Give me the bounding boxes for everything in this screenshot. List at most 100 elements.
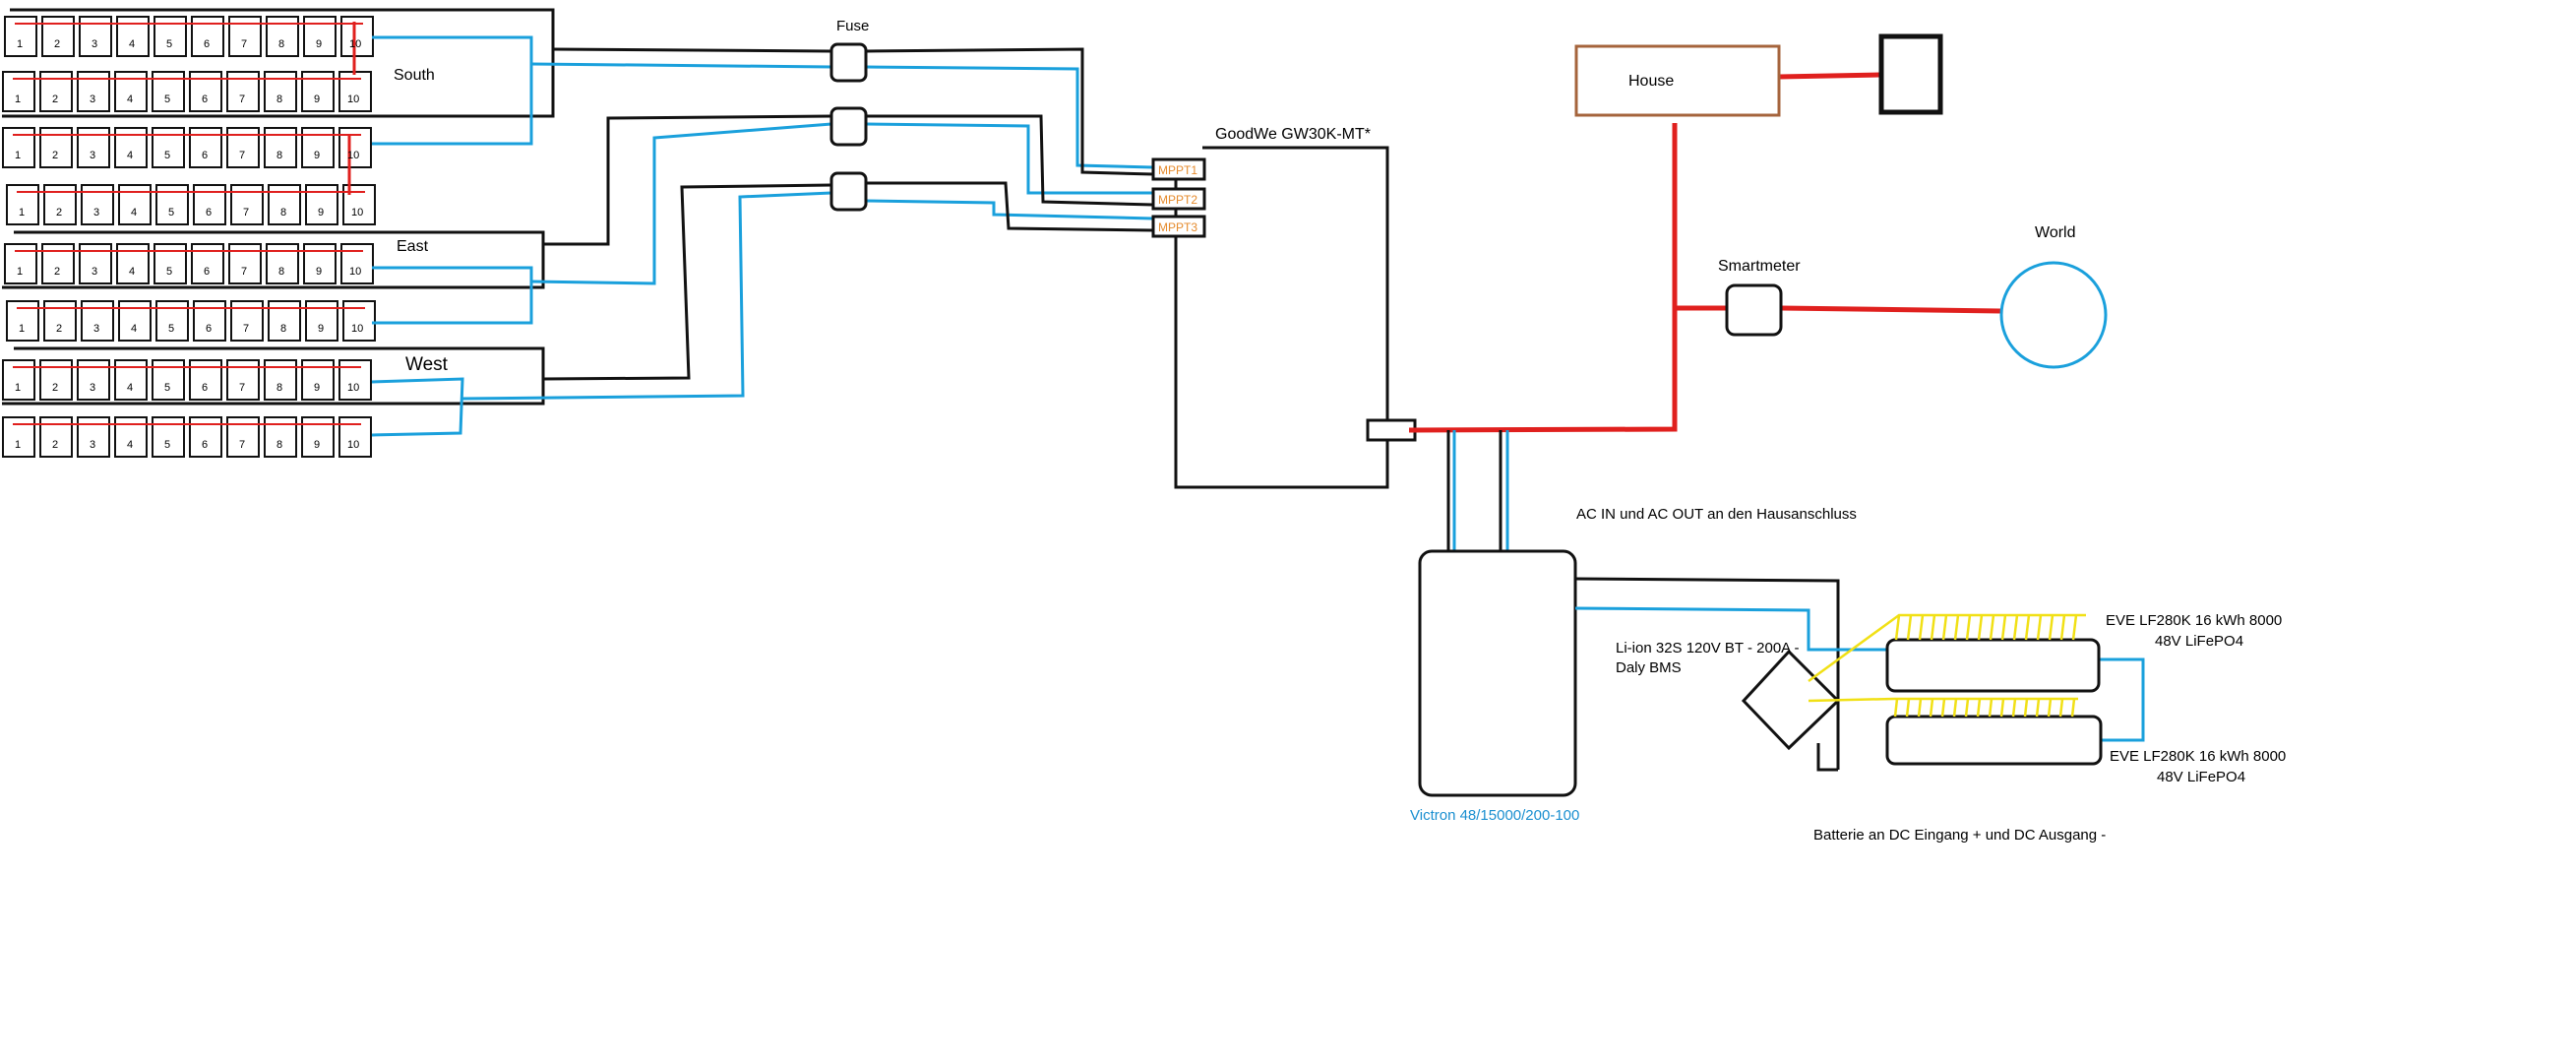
balance-lead-top	[1894, 614, 1901, 641]
ac-note: AC IN und AC OUT an den Hausanschluss	[1576, 506, 1857, 523]
balance-lead-top	[1977, 614, 1984, 641]
panel-number: 8	[278, 266, 285, 278]
panel-number: 5	[164, 382, 171, 394]
balance-lead-bottom	[1976, 698, 1982, 718]
balance-lead-bottom	[1917, 698, 1923, 718]
balance-lead-bottom	[2035, 698, 2041, 718]
string-wires-black	[542, 47, 1154, 381]
panel-number: 10	[347, 382, 360, 394]
balance-lead-top	[1906, 614, 1913, 641]
panel-number: 7	[239, 382, 246, 394]
balance-lead-bottom	[2011, 698, 2017, 718]
balance-lead-top	[1930, 614, 1936, 641]
inverter-ac-port	[1366, 418, 1417, 442]
panel-number: 10	[349, 38, 362, 50]
south-array-label: South	[394, 67, 435, 84]
panel-number: 6	[204, 266, 211, 278]
west-array-frame	[2, 346, 545, 406]
balance-lead-top	[2048, 614, 2055, 641]
panel-number: 4	[127, 150, 134, 161]
victron-inverter-box	[1418, 549, 1577, 797]
panel-number: 8	[280, 207, 287, 219]
panel-number: 8	[276, 94, 283, 105]
panel-number: 3	[92, 38, 98, 50]
string-jumpers	[347, 22, 356, 195]
smartmeter-label: Smartmeter	[1718, 258, 1801, 275]
bms-label-1: Li-ion 32S 120V BT - 200A -	[1616, 640, 1800, 657]
world-grid-circle	[1999, 261, 2108, 369]
balance-lead-bottom	[1929, 698, 1934, 718]
panel-number: 10	[347, 439, 360, 451]
ac-wires-red	[1408, 72, 2003, 433]
solar-panel-rows	[2, 16, 376, 458]
panel-number: 1	[19, 323, 26, 335]
grid-connection-box	[1878, 33, 1943, 115]
panel-number: 5	[166, 266, 173, 278]
panel-number: 8	[276, 150, 283, 161]
inverter-label: GoodWe GW30K-MT*	[1215, 126, 1371, 143]
panel-number: 3	[93, 207, 100, 219]
panel-number: 6	[202, 439, 209, 451]
panel-number: 4	[129, 38, 136, 50]
battery-bottom-label-2: 48V LiFePO4	[2157, 769, 2246, 785]
world-label: World	[2035, 224, 2076, 241]
panel-number: 9	[314, 94, 321, 105]
balance-lead-bottom	[2070, 698, 2076, 718]
balance-lead-top	[1953, 614, 1960, 641]
fuse-boxes	[829, 42, 868, 212]
balance-lead-top	[2000, 614, 2007, 641]
panel-number: 2	[54, 266, 61, 278]
panel-number: 1	[15, 382, 22, 394]
east-array-label: East	[397, 238, 429, 255]
balance-lead-top	[1989, 614, 1995, 641]
balance-lead-bottom	[1940, 698, 1946, 718]
bms-label-2: Daly BMS	[1616, 659, 1682, 676]
balance-lead-top	[2071, 614, 2078, 641]
panel-number: 6	[202, 382, 209, 394]
battery-bottom	[1885, 715, 2103, 766]
balance-lead-bottom	[2058, 698, 2064, 718]
panel-number: 2	[56, 207, 63, 219]
panel-number: 2	[52, 94, 59, 105]
panel-number: 7	[239, 150, 246, 161]
panel-number: 6	[202, 94, 209, 105]
fuse-2	[829, 106, 868, 147]
smartmeter-box	[1725, 283, 1783, 337]
panel-number: 9	[314, 439, 321, 451]
house-box	[1574, 44, 1781, 117]
panel-number: 9	[318, 207, 325, 219]
battery-bottom-label-1: EVE LF280K 16 kWh 8000	[2110, 748, 2287, 765]
panel-number: 2	[52, 150, 59, 161]
panel-number: 7	[243, 207, 250, 219]
panel-number: 5	[164, 150, 171, 161]
battery-top-label-2: 48V LiFePO4	[2155, 633, 2244, 650]
mppt-inputs	[1151, 157, 1206, 238]
panel-number: 9	[316, 38, 323, 50]
panel-number: 4	[127, 439, 134, 451]
panel-number: 5	[164, 439, 171, 451]
fuse-1	[829, 42, 868, 83]
panel-number: 7	[239, 94, 246, 105]
balance-lead-bottom	[2047, 698, 2053, 718]
east-array-frame	[2, 230, 545, 289]
panel-number: 6	[204, 38, 211, 50]
panel-number: 10	[351, 323, 364, 335]
panel-number: 1	[17, 38, 24, 50]
panel-number: 8	[278, 38, 285, 50]
bms-balance-leads	[1808, 613, 2086, 718]
panel-number: 4	[129, 266, 136, 278]
panel-number: 3	[90, 150, 96, 161]
mppt3-label: MPPT3	[1158, 220, 1198, 234]
panel-number: 6	[206, 207, 213, 219]
panel-number: 9	[314, 382, 321, 394]
balance-lead-bottom	[2023, 698, 2029, 718]
panel-number: 1	[15, 150, 22, 161]
balance-lead-top	[1941, 614, 1948, 641]
balance-lead-top	[1965, 614, 1972, 641]
balance-lead-top	[2036, 614, 2043, 641]
panel-number: 6	[206, 323, 213, 335]
panel-number: 1	[15, 439, 22, 451]
victron-label: Victron 48/15000/200-100	[1410, 807, 1580, 824]
battery-top-label-1: EVE LF280K 16 kWh 8000	[2106, 612, 2283, 629]
